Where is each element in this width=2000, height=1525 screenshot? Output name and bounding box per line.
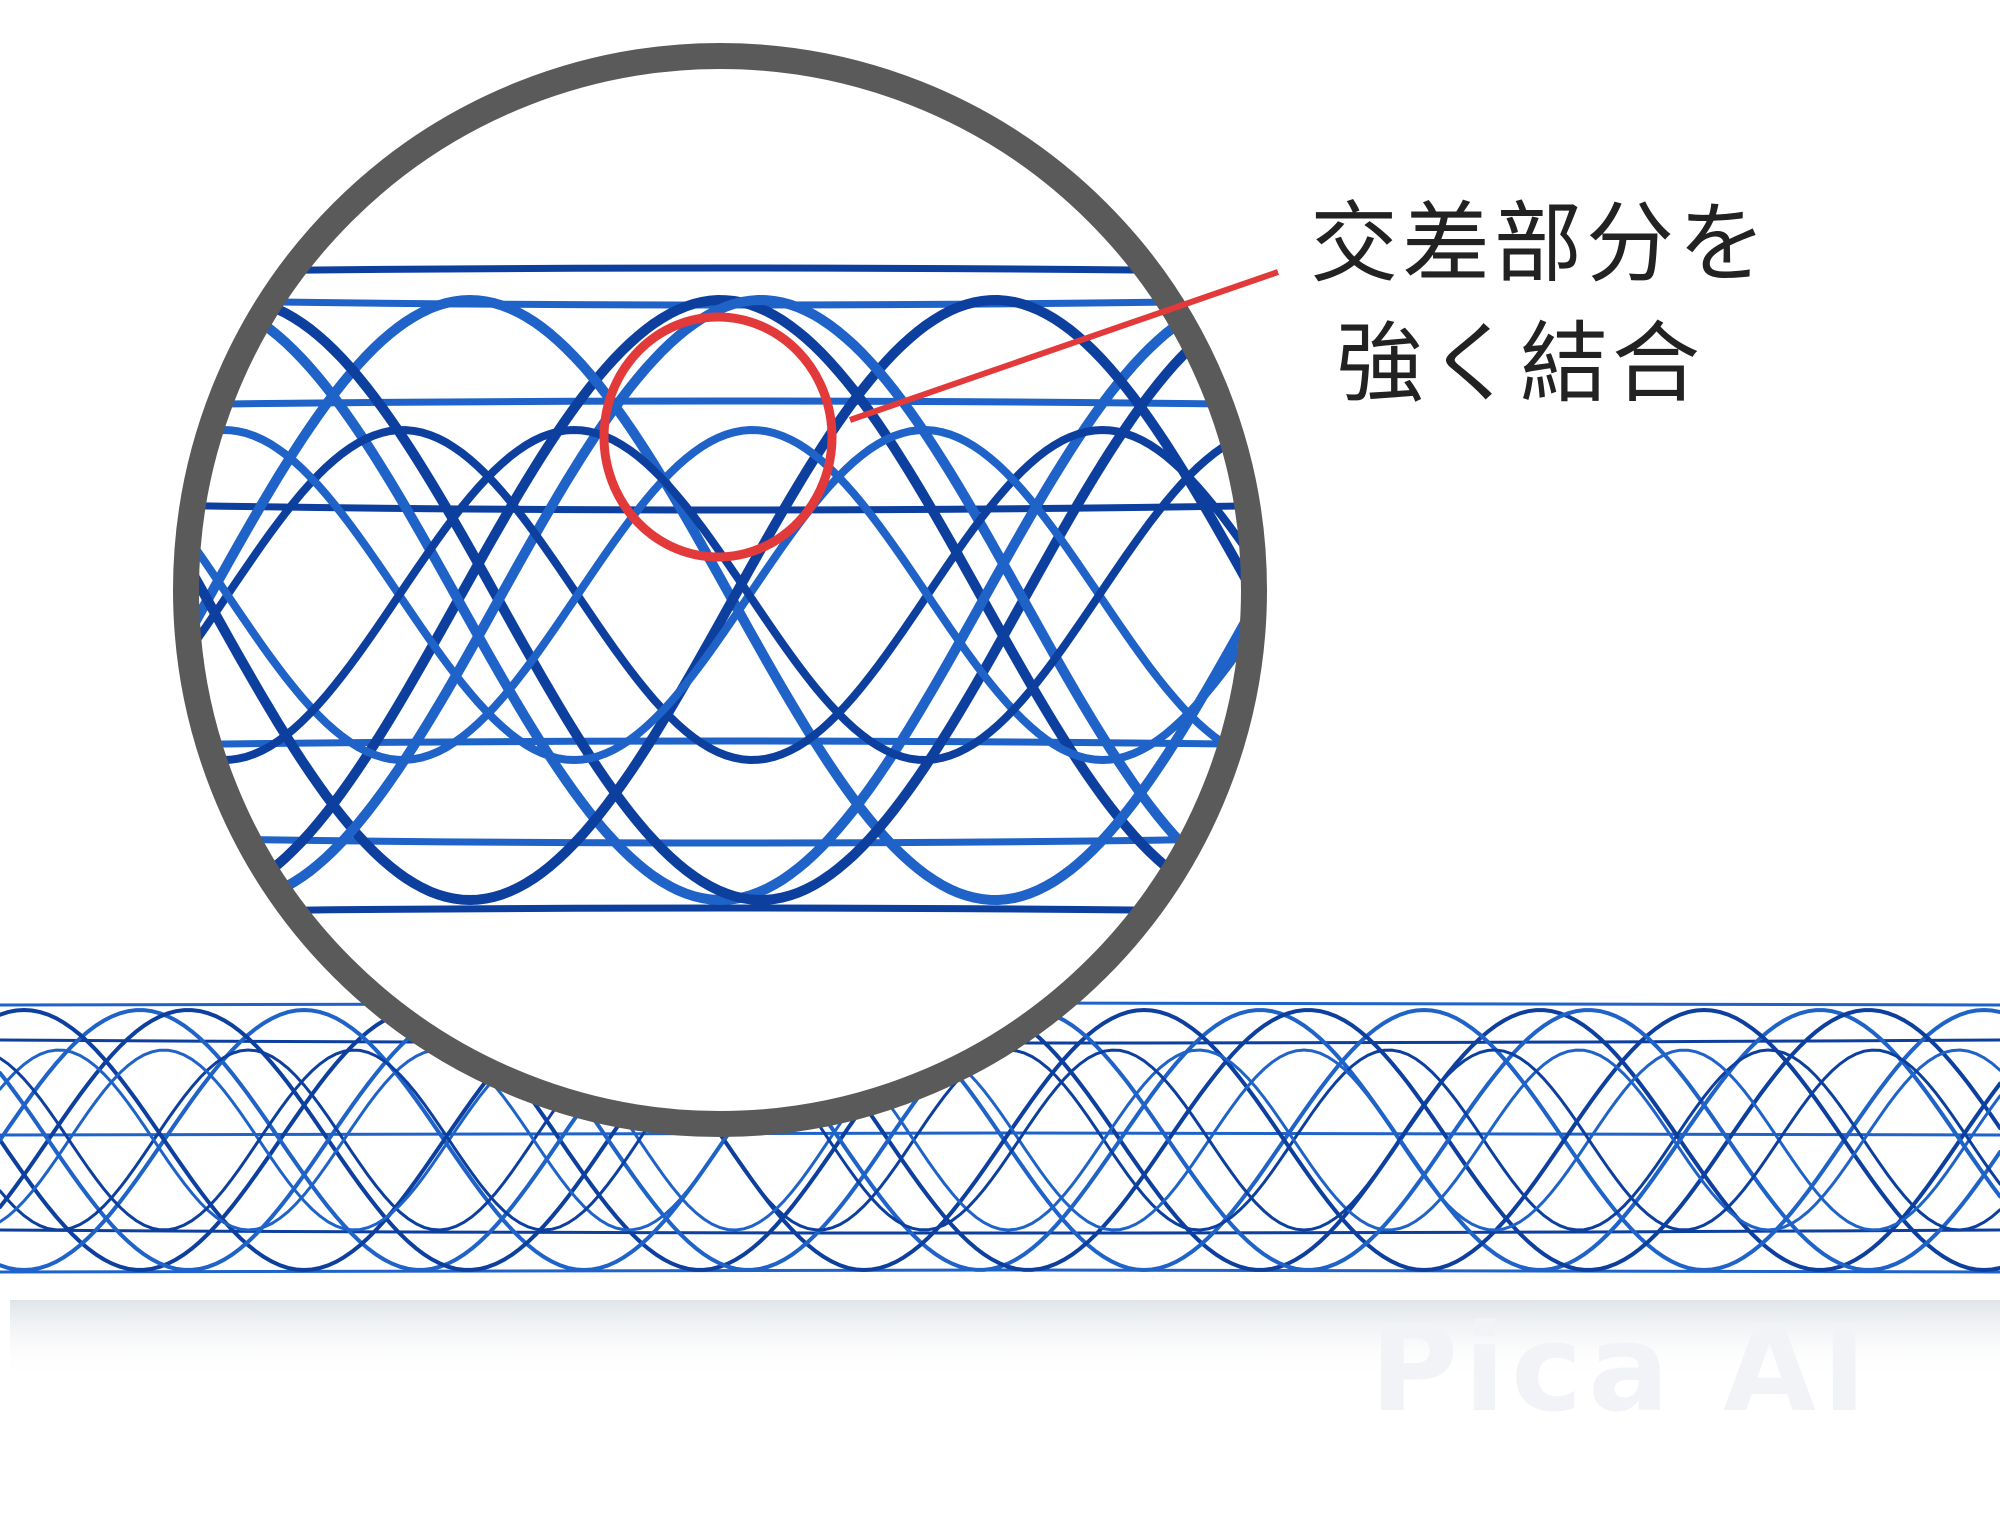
magnified-strand <box>192 294 1248 906</box>
leader-line <box>849 269 1279 423</box>
callout-text-line-2: 強く結合 <box>1335 312 1704 415</box>
magnified-strand <box>192 294 1248 906</box>
stent-strand <box>0 1048 2000 1232</box>
magnified-strand <box>192 425 1248 765</box>
magnified-strand <box>192 294 1248 906</box>
magnifier-ring <box>173 43 1267 1137</box>
stent-wire <box>0 1228 2000 1235</box>
magnified-mesh <box>192 264 1248 916</box>
magnified-wire <box>192 264 1248 276</box>
stent-strand <box>0 1007 2000 1273</box>
magnified-strand <box>192 425 1248 765</box>
stent-strand <box>0 1048 2000 1232</box>
stent-strand <box>0 1008 2000 1272</box>
watermark: Pica AI <box>1370 1300 1873 1439</box>
stent-strand <box>0 1008 2000 1272</box>
magnified-wire <box>192 397 1248 409</box>
magnified-strand <box>192 425 1248 765</box>
stent-strand <box>0 1007 2000 1273</box>
stent-shadow <box>10 1300 2000 1380</box>
stent-strand <box>0 1048 2000 1232</box>
magnified-wire <box>192 501 1248 514</box>
callout-text-line-1: 交差部分を <box>1310 192 1771 295</box>
magnified-wire <box>192 904 1248 916</box>
highlight-ring <box>599 312 837 562</box>
magnified-strand <box>192 294 1248 906</box>
magnifier-background <box>192 62 1248 1118</box>
stent-strand <box>0 1048 2000 1232</box>
magnified-wire <box>192 737 1248 749</box>
magnified-strand <box>192 294 1248 906</box>
magnified-wire <box>192 834 1248 847</box>
magnified-strand <box>192 294 1248 906</box>
